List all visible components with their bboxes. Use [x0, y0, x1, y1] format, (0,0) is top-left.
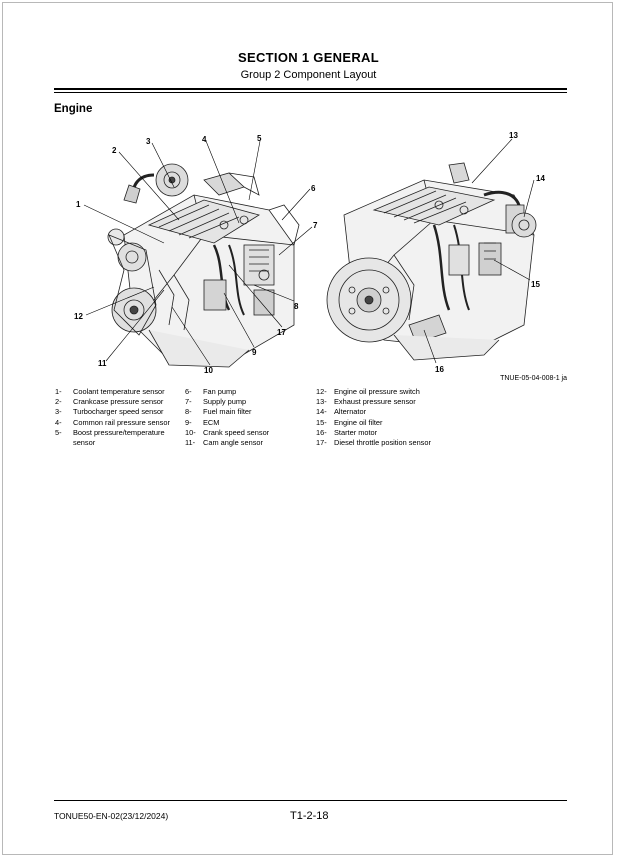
legend-item: 13-Exhaust pressure sensor [316, 397, 416, 407]
callout-14: 14 [536, 174, 545, 183]
footer-rule [54, 800, 567, 801]
callout-12: 12 [74, 312, 83, 321]
callout-15: 15 [531, 280, 540, 289]
legend-item: 4-Common rail pressure sensor [55, 417, 170, 427]
right-engine-drawing [326, 162, 537, 361]
legend-item: 16-Starter motor [316, 427, 378, 437]
section-heading: Engine [54, 103, 93, 115]
callout-numbers: 1 2 3 4 5 6 7 8 9 10 11 12 17 13 14 15 1… [74, 131, 545, 375]
legend-item: 8-Fuel main filter [185, 407, 252, 417]
engine-figure: 1 2 3 4 5 6 7 8 9 10 11 12 17 13 14 15 1… [54, 125, 567, 385]
legend-item: 6-Fan pump [185, 387, 237, 396]
callout-1: 1 [76, 200, 81, 209]
header-rule-thick [54, 88, 567, 90]
header-rule-thin [54, 92, 567, 93]
legend-item: 7-Supply pump [185, 397, 247, 407]
callout-13: 13 [509, 131, 518, 140]
callout-2: 2 [112, 146, 117, 155]
callout-5: 5 [257, 134, 262, 143]
legend-column-2: 6-Fan pump 7-Supply pump 8-Fuel main fil… [185, 387, 303, 448]
legend-item: 17-Diesel throttle position sensor [316, 438, 431, 448]
callout-11: 11 [98, 359, 107, 368]
engine-illustration: 1 2 3 4 5 6 7 8 9 10 11 12 17 13 14 15 1… [74, 131, 545, 375]
legend-item: 10-Crank speed sensor [185, 427, 270, 437]
legend-item: 14-Alternator [316, 407, 367, 417]
section-title: SECTION 1 GENERAL [238, 50, 379, 65]
callout-4: 4 [202, 135, 207, 144]
callout-8: 8 [294, 302, 299, 311]
left-engine-drawing [107, 163, 300, 368]
callout-9: 9 [252, 348, 257, 357]
callout-3: 3 [146, 137, 151, 146]
callout-16: 16 [435, 365, 444, 374]
page-number: T1-2-18 [290, 810, 329, 822]
legend-item: 12-Engine oil pressure switch [316, 387, 420, 396]
legend-item: 9-ECM [185, 417, 220, 427]
legend-column-1: 1-Coolant temperature sensor 2-Crankcase… [55, 387, 181, 448]
callout-6: 6 [311, 184, 316, 193]
legend-item: 2-Crankcase pressure sensor [55, 397, 164, 407]
legend-item: 11-Cam angle sensor [185, 438, 263, 448]
callout-10: 10 [204, 366, 213, 375]
legend-column-3: 12-Engine oil pressure switch 13-Exhaust… [316, 387, 474, 448]
document-code: TONUE50-EN-02(23/12/2024) [54, 811, 169, 821]
callout-7: 7 [313, 221, 318, 230]
figure-id: TNUE-05-04-008-1 ja [500, 375, 567, 382]
legend-item: 15-Engine oil filter [316, 417, 383, 427]
legend-item: 3-Turbocharger speed sensor [55, 407, 164, 417]
leader-lines [83, 138, 535, 366]
legend-item: 1-Coolant temperature sensor [55, 387, 165, 396]
callout-17: 17 [277, 328, 286, 337]
group-subtitle: Group 2 Component Layout [240, 69, 377, 81]
legend-item: 5-Boost pressure/temperature sensor [55, 427, 165, 448]
